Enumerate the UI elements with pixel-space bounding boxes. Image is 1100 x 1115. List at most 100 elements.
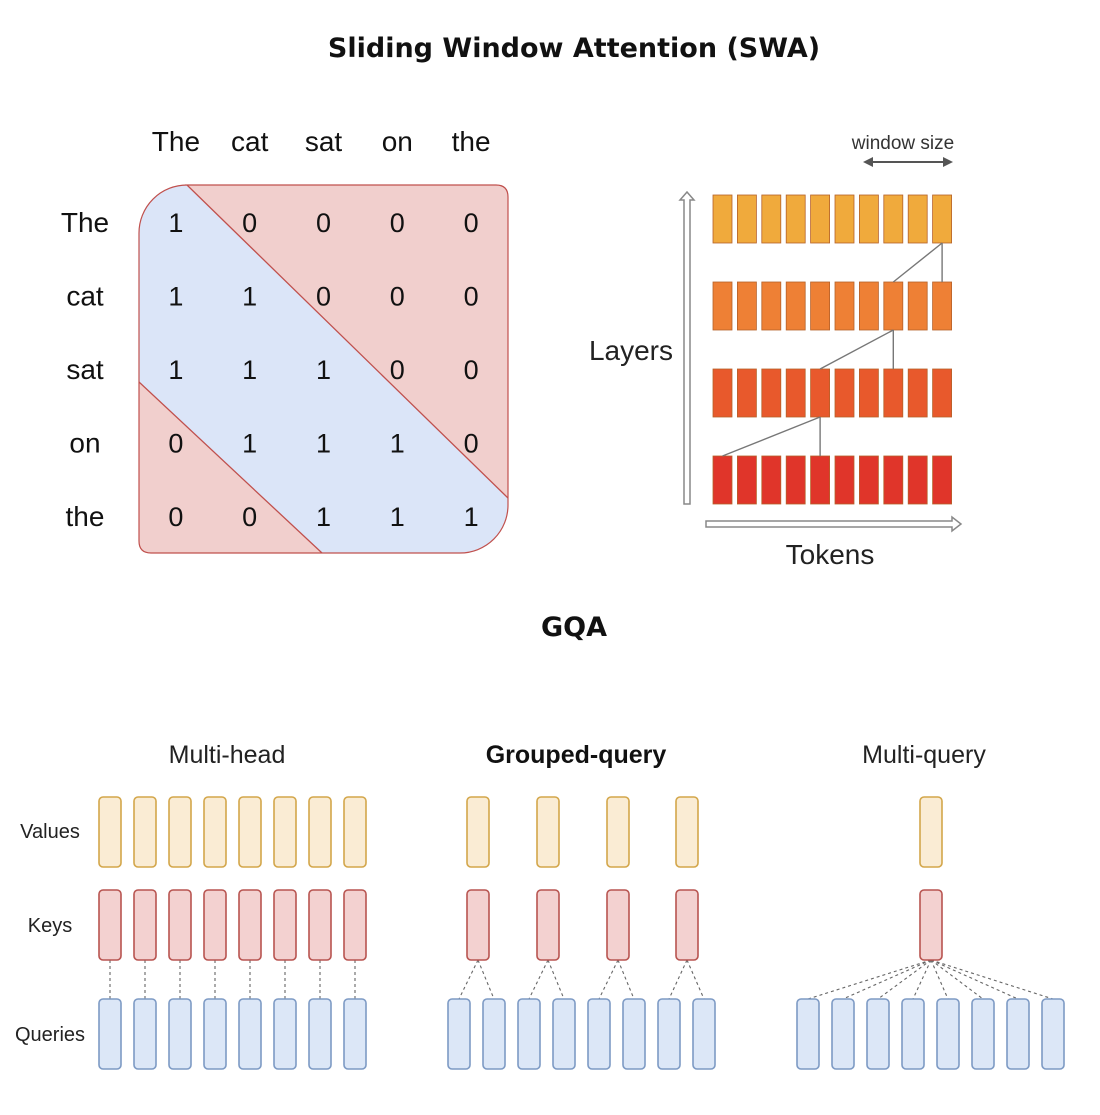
row-token-label: cat xyxy=(66,280,104,311)
value-head xyxy=(343,796,367,868)
query-head xyxy=(168,998,192,1070)
token-block xyxy=(761,368,782,418)
query-head xyxy=(1041,998,1065,1070)
query-key-link xyxy=(877,959,932,1000)
token-block xyxy=(883,281,904,331)
key-head xyxy=(168,889,192,961)
value-head xyxy=(466,796,490,868)
layers-diagram: window size Layers Tokens xyxy=(589,133,963,570)
value-head xyxy=(273,796,297,868)
token-block xyxy=(761,455,782,505)
key-head xyxy=(343,889,367,961)
query-head xyxy=(308,998,332,1070)
query-head xyxy=(238,998,262,1070)
mask-cell-value: 1 xyxy=(168,355,183,385)
token-block xyxy=(737,368,757,418)
query-head xyxy=(901,998,925,1070)
token-block xyxy=(834,194,855,244)
value-head xyxy=(238,796,262,868)
mask-cell-value: 0 xyxy=(464,429,479,459)
column-token-label: the xyxy=(452,126,491,157)
query-head xyxy=(517,998,541,1070)
query-head xyxy=(587,998,611,1070)
query-key-link xyxy=(458,959,479,1000)
query-key-link xyxy=(842,959,932,1000)
query-head xyxy=(133,998,157,1070)
token-block xyxy=(785,281,806,331)
key-head xyxy=(919,889,943,961)
row-label-queries: Queries xyxy=(15,1024,85,1046)
row-token-label: the xyxy=(66,501,105,532)
token-block xyxy=(907,455,928,505)
mask-cell-value: 0 xyxy=(168,502,183,532)
query-head xyxy=(203,998,227,1070)
swa-title: Sliding Window Attention (SWA) xyxy=(328,33,820,64)
query-head xyxy=(971,998,995,1070)
token-block xyxy=(737,455,757,505)
mask-cell-value: 0 xyxy=(242,208,257,238)
key-head xyxy=(98,889,122,961)
tokens-label: Tokens xyxy=(786,539,875,570)
token-block xyxy=(810,281,830,331)
token-block xyxy=(712,368,733,418)
tokens-axis xyxy=(705,515,963,533)
query-head xyxy=(622,998,646,1070)
query-key-link xyxy=(477,959,495,1000)
panel-multi-query-label: Multi-query xyxy=(862,741,986,769)
token-block xyxy=(883,194,904,244)
window-link xyxy=(722,416,821,457)
token-block xyxy=(712,194,733,244)
query-key-link xyxy=(617,959,635,1000)
window-size-arrow xyxy=(863,157,953,167)
mask-cell-value: 1 xyxy=(242,355,257,385)
token-block xyxy=(834,368,855,418)
query-key-link xyxy=(547,959,565,1000)
token-block xyxy=(859,281,879,331)
mask-cell-value: 0 xyxy=(316,208,331,238)
token-block xyxy=(834,281,855,331)
query-head xyxy=(692,998,716,1070)
query-key-link xyxy=(912,959,932,1000)
window-connections xyxy=(722,242,943,457)
key-head xyxy=(536,889,560,961)
window-link xyxy=(892,242,943,283)
query-key-link xyxy=(686,959,705,1000)
token-block xyxy=(712,455,733,505)
token-block xyxy=(907,194,928,244)
value-head xyxy=(536,796,560,868)
mask-cell-value: 0 xyxy=(464,355,479,385)
query-head xyxy=(98,998,122,1070)
value-head xyxy=(919,796,943,868)
token-block xyxy=(907,368,928,418)
mask-cell-value: 1 xyxy=(390,502,405,532)
query-head xyxy=(482,998,506,1070)
mask-cell-value: 1 xyxy=(464,502,479,532)
mask-cell-value: 0 xyxy=(390,208,405,238)
token-block xyxy=(810,455,830,505)
window-link xyxy=(819,329,894,370)
token-block xyxy=(932,281,952,331)
token-block xyxy=(785,194,806,244)
query-key-link xyxy=(668,959,688,1000)
mask-cell-value: 1 xyxy=(242,429,257,459)
key-head xyxy=(133,889,157,961)
query-head xyxy=(936,998,960,1070)
token-block xyxy=(883,368,904,418)
mask-regions xyxy=(139,185,508,553)
mask-cell-value: 1 xyxy=(168,208,183,238)
query-key-link xyxy=(930,959,949,1000)
token-block xyxy=(859,368,879,418)
token-block xyxy=(932,194,952,244)
column-token-label: sat xyxy=(305,126,343,157)
query-head xyxy=(831,998,855,1070)
mask-cell-value: 1 xyxy=(390,429,405,459)
mask-border xyxy=(138,184,509,554)
column-token-label: cat xyxy=(231,126,269,157)
token-block xyxy=(785,368,806,418)
gqa-title: GQA xyxy=(541,612,607,643)
query-key-link xyxy=(807,959,932,1000)
key-head xyxy=(466,889,490,961)
